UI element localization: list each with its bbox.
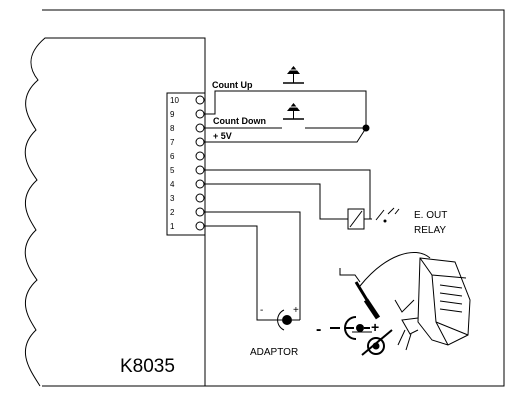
relay-coil-icon [347,207,400,230]
plug-minus-sign: - [316,321,321,338]
pin-label-6: 6 [170,152,175,161]
count-up-label: Count Up [212,80,253,90]
pin-3 [195,193,205,203]
pin-10 [195,95,205,105]
pin-1 [195,221,205,231]
outer-frame [42,9,505,387]
pin-8 [195,123,205,133]
push-button-icon [282,66,305,92]
terminal-pins: 10 9 8 7 6 5 4 3 2 1 [170,95,205,231]
pin-label-9: 9 [170,110,175,119]
plug-plus-sign: + [371,319,379,335]
adaptor-plus-sign: + [293,305,299,316]
pin-2 [195,207,205,217]
pin-label-5: 5 [170,166,175,175]
wire-plus5v [204,127,367,143]
junction-dot [362,124,370,132]
count-down-label: Count Down [213,116,266,126]
wire-adaptor-plus [204,211,301,320]
pin-label-1: 1 [170,222,175,231]
pin-9 [195,109,205,119]
k8035-board [24,37,206,387]
board-label: K8035 [120,356,175,377]
adaptor-label: ADAPTOR [250,347,298,358]
pin-6 [195,151,205,161]
pin-5 [195,165,205,175]
pin-label-7: 7 [170,138,175,147]
wire-count-up [204,90,367,128]
relay-label-line2: RELAY [414,225,446,236]
pin-label-2: 2 [170,208,175,217]
power-adaptor-icon [339,251,471,356]
pin-label-3: 3 [170,194,175,203]
adaptor-minus-sign: - [260,305,263,316]
pin-4 [195,179,205,189]
push-button-icon [283,103,304,120]
pin-label-4: 4 [170,180,175,189]
pin-label-10: 10 [170,96,179,105]
pin-7 [195,137,205,147]
wire-adaptor-minus [204,225,282,321]
relay-label-line1: E. OUT [414,210,447,221]
terminal-block [166,92,206,236]
wire-relay-bottom [204,183,348,220]
plus5v-label: + 5V [213,131,232,141]
pin-label-8: 8 [170,124,175,133]
dc-jack-icon [277,309,300,331]
plug-polarity-symbol [330,316,370,340]
